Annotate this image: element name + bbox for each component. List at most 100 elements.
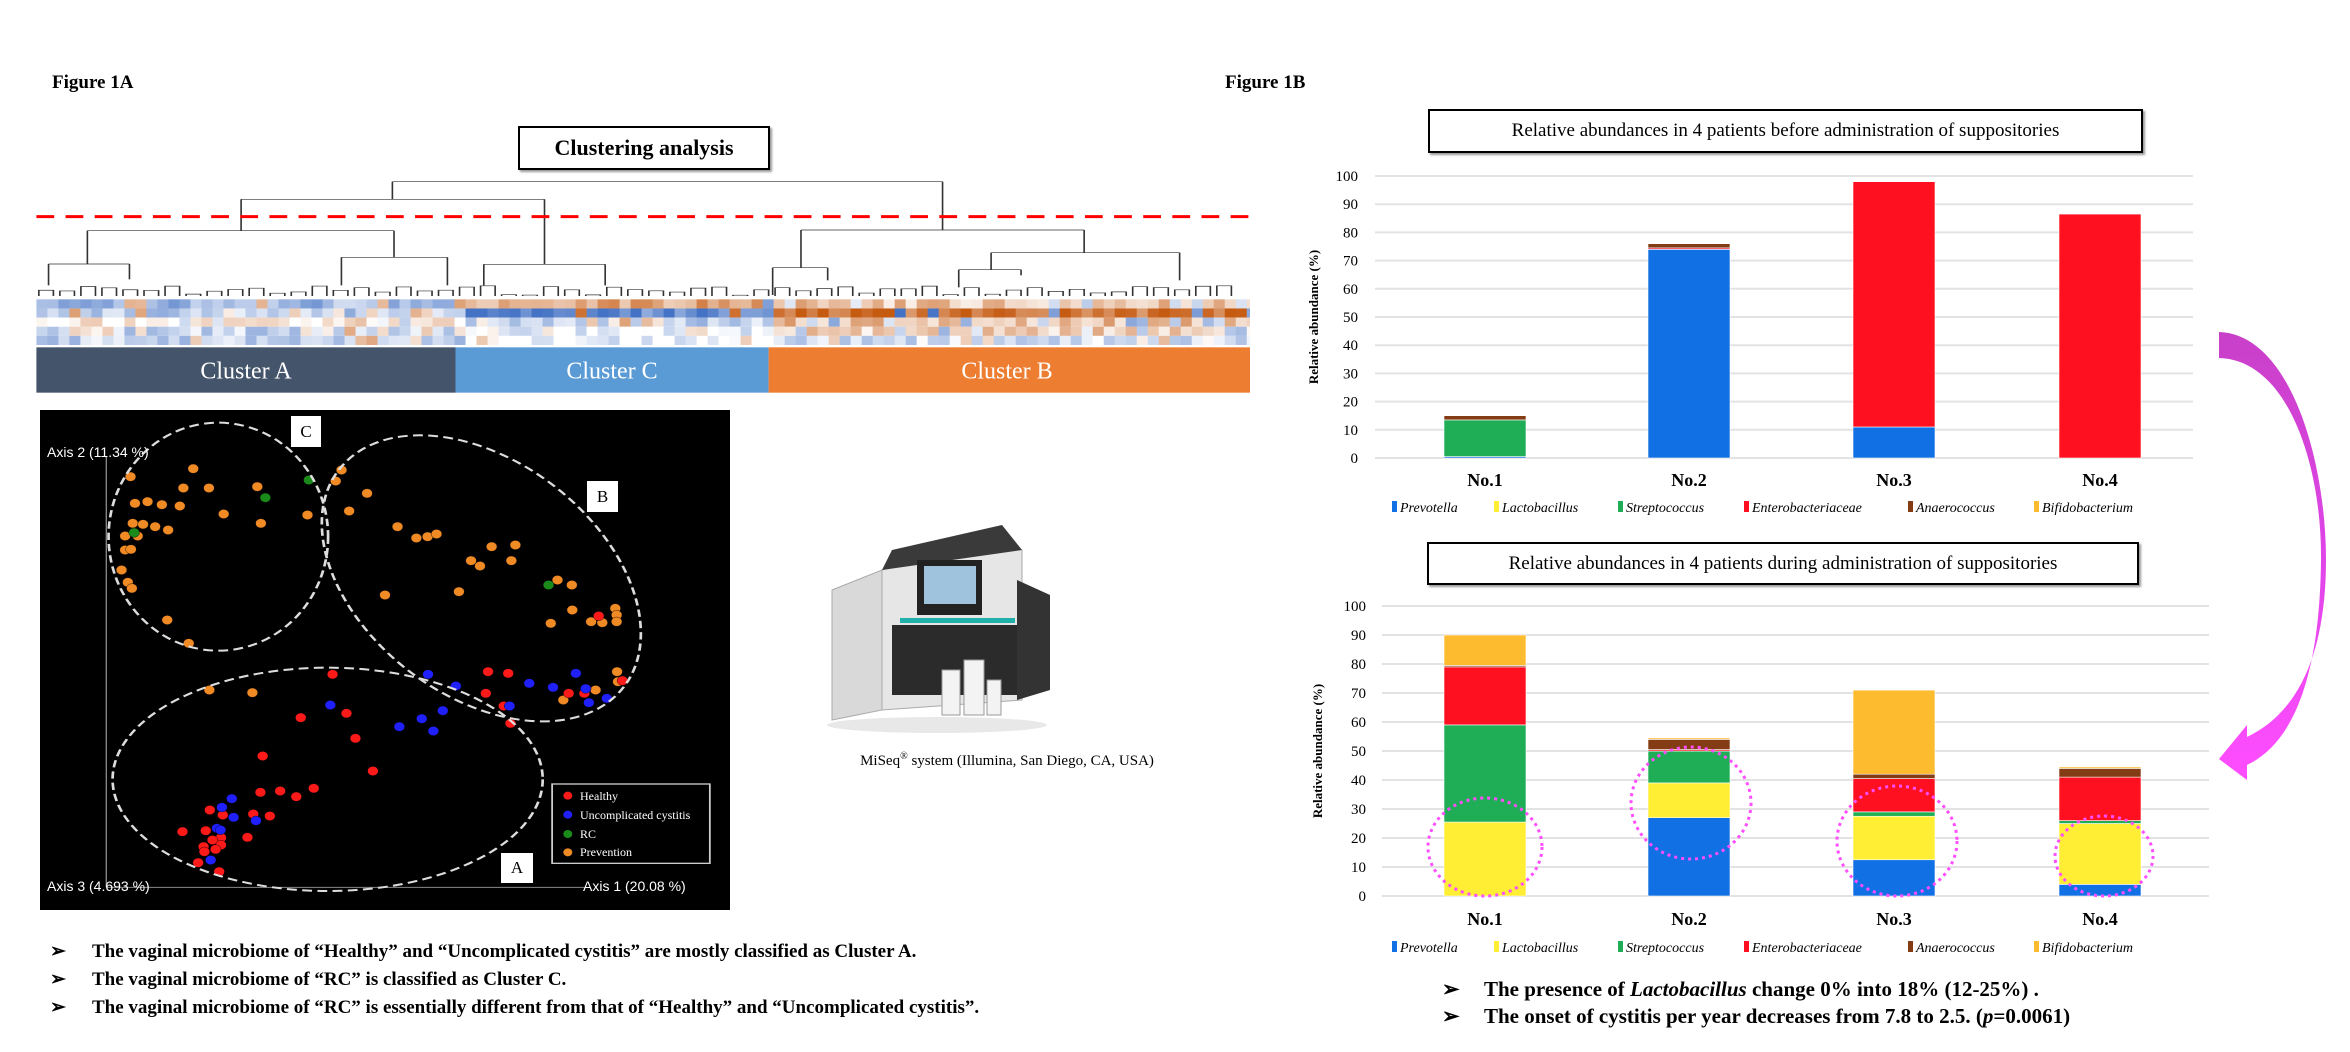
point-healthy xyxy=(326,669,339,680)
bullet-a2: ➢The vaginal microbiome of “RC” is class… xyxy=(50,968,566,991)
legend-marker-rc xyxy=(563,830,573,838)
point-prevention xyxy=(161,615,173,625)
point-prevention xyxy=(379,590,391,600)
group-label-b: B xyxy=(587,481,618,512)
cluster-c-label: Cluster C xyxy=(566,358,658,385)
bullet-b2: ➢The onset of cystitis per year decrease… xyxy=(1442,1004,2070,1029)
legend-prevention: Prevention xyxy=(580,845,632,859)
point-prevention xyxy=(301,510,314,520)
y-tick-label: 60 xyxy=(1351,715,1366,731)
point-prevention xyxy=(137,519,149,530)
point-healthy xyxy=(264,811,276,821)
caption-registered: ® xyxy=(900,751,908,762)
point-healthy xyxy=(290,791,302,802)
y-tick-label: 60 xyxy=(1343,282,1358,298)
point-uncomplicated-cystitis xyxy=(570,668,582,679)
bar-No4-bifidobacterium xyxy=(2058,766,2142,769)
point-uncomplicated-cystitis xyxy=(324,700,336,710)
y-tick-label: 40 xyxy=(1343,338,1358,354)
device-caption: MiSeq® system (Illumina, San Diego, CA, … xyxy=(822,751,1192,770)
point-prevention xyxy=(218,509,230,519)
lactobacillus-highlight-circle xyxy=(2053,814,2155,898)
point-uncomplicated-cystitis xyxy=(422,669,434,680)
y-tick-label: 70 xyxy=(1343,254,1358,270)
bar-No4-anaerococcus xyxy=(2058,768,2142,778)
point-healthy xyxy=(340,708,353,719)
legend-marker-uncomplicated-cystitis xyxy=(563,810,573,819)
bullet-a3: ➢The vaginal microbiome of “RC” is essen… xyxy=(50,996,979,1019)
legend-swatch xyxy=(1744,501,1749,512)
point-prevention xyxy=(566,605,578,615)
point-prevention xyxy=(162,525,174,535)
bar-No4-lactobacillus xyxy=(2058,823,2142,885)
legend-swatch xyxy=(1618,501,1623,512)
clustering-title: Clustering analysis xyxy=(518,126,770,170)
point-uncomplicated-cystitis xyxy=(216,802,228,813)
y-tick-label: 80 xyxy=(1343,225,1358,241)
y-tick-label: 20 xyxy=(1351,831,1366,847)
bar-No4-enterobacteriaceae xyxy=(2058,213,2142,459)
point-prevention xyxy=(430,529,443,539)
point-prevention xyxy=(410,533,422,543)
point-prevention xyxy=(177,483,189,493)
legend-label-enterobacteriaceae: Enterobacteriaceae xyxy=(1751,501,1862,516)
group-label-c: C xyxy=(291,416,321,447)
group-label-a: A xyxy=(501,853,533,883)
y-axis-label: Relative abundance (%) xyxy=(1306,250,1321,384)
cluster-a-label: Cluster A xyxy=(200,358,292,385)
point-uncomplicated-cystitis xyxy=(427,726,439,736)
lactobacillus-highlight-circle xyxy=(1629,745,1753,861)
arrow-bullet-icon: ➢ xyxy=(1442,1004,1460,1028)
bullet-text: The presence of xyxy=(1484,977,1631,1001)
y-tick-label: 0 xyxy=(1359,889,1367,905)
point-prevention xyxy=(251,481,263,492)
bar-No1-anaerococcus xyxy=(1443,415,1527,421)
point-prevention xyxy=(203,483,215,493)
point-prevention xyxy=(141,496,154,507)
x-tick-label: No.2 xyxy=(1671,470,1707,490)
y-tick-label: 70 xyxy=(1351,686,1366,702)
arrow-bullet-icon: ➢ xyxy=(50,997,66,1018)
point-healthy xyxy=(176,826,189,837)
legend-label-enterobacteriaceae: Enterobacteriaceae xyxy=(1751,941,1862,956)
legend-label-lactobacillus: Lactobacillus xyxy=(1501,941,1579,956)
point-prevention xyxy=(557,695,569,705)
point-rc xyxy=(259,492,271,503)
y-tick-label: 50 xyxy=(1343,310,1358,326)
point-prevention xyxy=(611,666,623,677)
bar-No2-bifidobacterium xyxy=(1647,737,1731,740)
point-uncomplicated-cystitis xyxy=(226,793,238,804)
bar-No1-streptococcus xyxy=(1443,419,1527,457)
legend-healthy: Healthy xyxy=(580,789,618,803)
y-tick-label: 80 xyxy=(1351,657,1366,673)
point-healthy xyxy=(206,835,219,845)
caption-miseq: MiSeq xyxy=(860,753,901,769)
dendrogram-heatmap xyxy=(36,181,1250,393)
bar-No2-lactobacillus xyxy=(1647,782,1731,819)
point-healthy xyxy=(241,832,254,843)
legend-swatch xyxy=(2034,941,2039,952)
bullet-italic: p xyxy=(1982,1004,1994,1028)
y-tick-label: 10 xyxy=(1351,860,1366,876)
point-healthy xyxy=(502,668,514,679)
bullet-italic: Lactobacillus xyxy=(1630,977,1747,1001)
chart2-title: Relative abundances in 4 patients during… xyxy=(1427,542,2139,585)
y-tick-label: 90 xyxy=(1343,197,1358,213)
bar-No3-prevotella xyxy=(1852,426,1936,459)
point-uncomplicated-cystitis xyxy=(503,701,516,711)
bullet-text: The vaginal microbiome of “Healthy” and … xyxy=(92,941,917,962)
point-prevention xyxy=(203,685,215,695)
point-healthy xyxy=(308,783,320,794)
point-healthy xyxy=(295,712,307,723)
x-tick-label: No.2 xyxy=(1671,909,1707,929)
bar-No3-anaerococcus xyxy=(1852,773,1936,779)
heatmap xyxy=(36,299,1250,345)
bar-No4-streptococcus xyxy=(2058,820,2142,824)
point-prevention xyxy=(124,471,137,482)
bar-No2-prevotella xyxy=(1647,817,1731,897)
dendrogram xyxy=(38,181,1233,296)
x-tick-label: No.4 xyxy=(2082,909,2118,929)
bullet-b1: ➢The presence of Lactobacillus change 0%… xyxy=(1442,977,2039,1002)
y-tick-label: 10 xyxy=(1343,423,1358,439)
